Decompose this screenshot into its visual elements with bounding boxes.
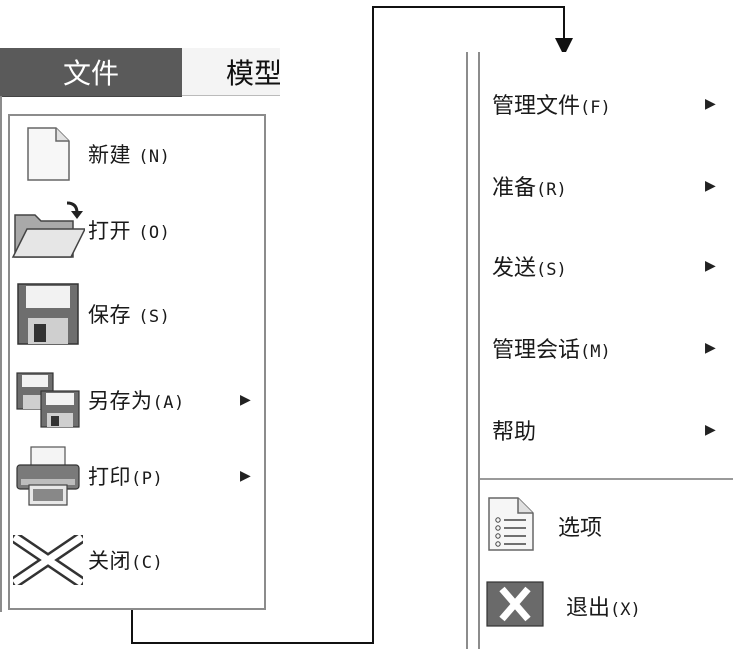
menu-item-prepare-key: (R)	[536, 180, 567, 200]
menu-item-open-key: (O)	[138, 223, 171, 243]
menu-item-print-key: (P)	[131, 469, 164, 489]
menu-item-prepare-label: 准备	[492, 176, 537, 201]
connector-line	[131, 610, 133, 644]
menu-item-manage-files-label: 管理文件	[492, 94, 581, 119]
menu-file[interactable]: 文件	[0, 48, 182, 97]
menu-item-help[interactable]: 帮助 ▶	[492, 410, 722, 450]
connector-line	[372, 6, 564, 8]
menu-item-exit-key: (X)	[610, 600, 641, 620]
menu-item-save-as[interactable]: 另存为(A) ▶	[8, 370, 258, 430]
printer-icon	[8, 446, 88, 506]
exit-x-icon	[486, 581, 544, 631]
menu-item-manage-files-key: (F)	[580, 98, 611, 118]
menu-separator	[480, 478, 733, 480]
menu-item-save-as-key: (A)	[152, 393, 185, 413]
menu-item-save-key: (S)	[138, 307, 171, 327]
menu-item-new[interactable]: 新建 (N)	[8, 124, 258, 184]
connector-arrow-icon	[555, 38, 573, 56]
menu-item-new-label: 新建	[88, 143, 131, 167]
panel-border	[466, 52, 468, 649]
connector-line	[563, 6, 565, 40]
menu-file-label: 文件	[62, 57, 119, 90]
file-menu-dropdown	[8, 114, 266, 610]
submenu-arrow-icon: ▶	[705, 96, 716, 112]
close-x-icon	[8, 530, 88, 590]
menu-item-close-key: (C)	[131, 553, 164, 573]
connector-line	[131, 642, 374, 644]
menu-item-prepare[interactable]: 准备(R) ▶	[492, 166, 722, 206]
new-document-icon	[8, 124, 88, 184]
menu-item-print-label: 打印	[88, 465, 131, 489]
submenu-arrow-icon: ▶	[240, 392, 251, 408]
left-window-edge	[0, 96, 2, 612]
menu-item-manage-session[interactable]: 管理会话(M) ▶	[492, 328, 722, 368]
menu-item-options-label: 选项	[558, 516, 603, 541]
menu-model[interactable]: 模型	[182, 48, 280, 96]
menu-bar: 文件 模型	[0, 48, 280, 97]
menu-item-print[interactable]: 打印(P) ▶	[8, 446, 258, 506]
menu-item-new-key: (N)	[138, 147, 171, 167]
submenu-arrow-icon: ▶	[705, 340, 716, 356]
menu-item-send-label: 发送	[492, 256, 537, 281]
menu-item-manage-session-key: (M)	[580, 342, 611, 362]
floppy-disk-icon	[8, 283, 88, 345]
menu-item-exit[interactable]: 退出(X)	[486, 578, 726, 634]
menu-item-manage-files[interactable]: 管理文件(F) ▶	[492, 84, 722, 124]
open-folder-icon	[8, 200, 88, 260]
menu-item-manage-session-label: 管理会话	[492, 338, 581, 363]
menu-model-label: 模型	[226, 56, 280, 90]
menu-item-save[interactable]: 保存 (S)	[8, 283, 258, 345]
menu-item-open[interactable]: 打开 (O)	[8, 200, 258, 260]
menu-item-send-key: (S)	[536, 260, 567, 280]
submenu-arrow-icon: ▶	[705, 258, 716, 274]
options-list-icon	[486, 496, 536, 556]
save-as-icon	[8, 370, 88, 430]
panel-border	[478, 52, 480, 649]
connector-line	[372, 6, 374, 644]
menu-item-close[interactable]: 关闭(C)	[8, 530, 258, 590]
menu-item-options[interactable]: 选项	[486, 496, 726, 556]
menu-item-save-as-label: 另存为	[88, 389, 153, 413]
menu-item-send[interactable]: 发送(S) ▶	[492, 246, 722, 286]
menu-item-open-label: 打开	[88, 219, 131, 243]
submenu-arrow-icon: ▶	[705, 178, 716, 194]
submenu-arrow-icon: ▶	[705, 422, 716, 438]
menu-item-help-label: 帮助	[492, 420, 537, 445]
menu-item-save-label: 保存	[88, 303, 131, 327]
submenu-arrow-icon: ▶	[240, 468, 251, 484]
menu-item-close-label: 关闭	[88, 549, 131, 573]
menu-item-exit-label: 退出	[566, 596, 611, 621]
